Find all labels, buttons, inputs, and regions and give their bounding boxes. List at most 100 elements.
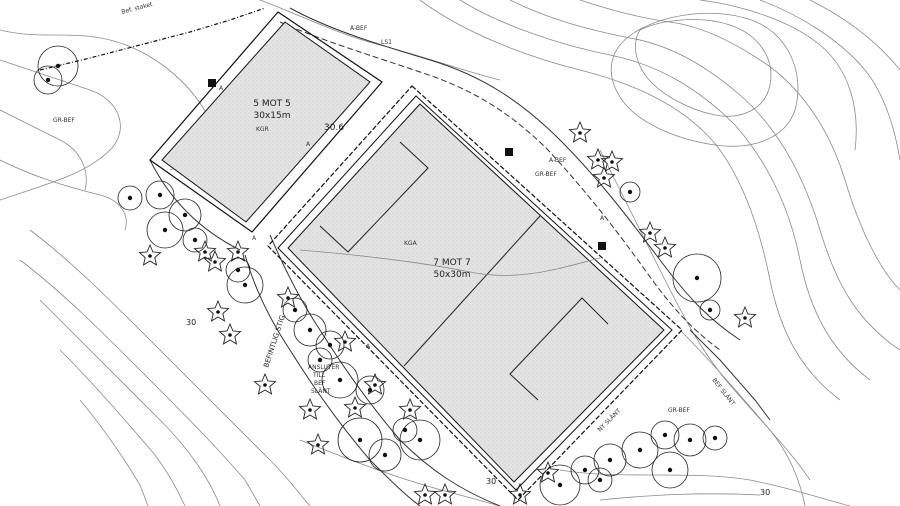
label-gr-bef-left: GR-BEF (53, 117, 75, 124)
planting-centre (316, 443, 320, 447)
planting-star-icon (193, 239, 217, 262)
tree-canopy (355, 375, 385, 405)
label-gr-bef-mid: GR-BEF (535, 171, 557, 178)
label-a-1: A (219, 85, 224, 92)
label-a-5: A (252, 235, 257, 242)
tree-canopy (315, 330, 345, 360)
elevation-label-30-6: 30.6 (324, 123, 344, 133)
label-ny-slant: NY SLÄNT (596, 407, 622, 433)
planting-centre (578, 131, 582, 135)
planting-centre (236, 250, 240, 254)
planting-star-icon (413, 482, 437, 505)
planting-star-icon (586, 147, 610, 170)
tree-canopy (672, 253, 722, 303)
marker-box (598, 242, 606, 250)
planting-centre (286, 296, 290, 300)
road-edges (149, 7, 771, 506)
planting-centre (353, 406, 357, 410)
tree-canopy (146, 211, 184, 249)
tree-canopy (225, 257, 251, 283)
elevation-label-30-left: 30 (186, 318, 196, 327)
tree-canopy (293, 313, 327, 347)
tree-canopy (651, 451, 689, 489)
tree-trunk (712, 435, 718, 441)
planting-star-icon (733, 305, 757, 328)
tree-trunk (45, 77, 51, 83)
tree-trunk (192, 237, 198, 243)
tree-canopy (587, 467, 613, 493)
planting-star-icon (433, 482, 457, 505)
label-till: TILL (312, 372, 326, 379)
tree-canopy (37, 45, 79, 87)
tree-canopy (621, 431, 659, 469)
tree-trunk (687, 437, 693, 443)
tree-canopy (702, 425, 728, 451)
planting-symbols (138, 120, 757, 505)
label-gr-bef-right: GR-BEF (668, 407, 690, 414)
label-bef: BEF (314, 380, 326, 387)
tree-trunk (402, 427, 408, 433)
planting-star-icon (592, 165, 616, 188)
tree-canopy (337, 417, 383, 463)
tree-canopy (619, 181, 641, 203)
tree-canopy (33, 65, 63, 95)
large-pitch-code: KGA (404, 240, 418, 247)
label-ansluter: ANSLUTER (308, 364, 339, 371)
planting-star-icon (218, 322, 242, 345)
planting-centre (343, 340, 347, 344)
tree-trunk (162, 227, 168, 233)
planting-centre (518, 493, 522, 497)
tree-trunk (235, 267, 241, 273)
tree-canopy (182, 227, 208, 253)
planting-star-icon (568, 120, 592, 143)
small-pitch-size: 30x15m (254, 111, 291, 121)
planting-centre (743, 316, 747, 320)
tree-trunk (357, 437, 363, 443)
tree-canopy (307, 347, 333, 373)
elevation-label-30-bottom: 30 (486, 477, 496, 486)
tree-trunk (662, 432, 668, 438)
pitch-7-mot-7: 7 MOT 7 50x30m KGA (267, 85, 683, 501)
halfway-line (403, 215, 541, 367)
planting-centre (423, 493, 427, 497)
pitch-5-mot-5: 5 MOT 5 30x15m KGR 30.6 (149, 11, 383, 233)
tree-canopy (539, 464, 581, 506)
tree-canopy (593, 443, 627, 477)
tree-trunk (557, 482, 563, 488)
large-pitch-name: 7 MOT 7 (433, 258, 471, 268)
planting-star-icon (653, 235, 677, 258)
marker-box (208, 79, 216, 87)
planting-star-icon (398, 397, 422, 420)
label-a-bef-top: A-BEF (350, 25, 368, 32)
label-a-bef-mid: A-BEF (549, 157, 567, 164)
tree-trunk (597, 477, 603, 483)
tree-canopy (145, 180, 175, 210)
planting-star-icon (276, 285, 300, 308)
planting-star-icon (333, 329, 357, 352)
planting-centre (443, 493, 447, 497)
planting-star-icon (203, 249, 227, 272)
tree-canopy (168, 198, 202, 232)
planting-centre (203, 250, 207, 254)
tree-canopy (650, 420, 680, 450)
goal-area-bottom (509, 297, 609, 401)
tree-trunk (307, 327, 313, 333)
label-a-3: A (366, 343, 371, 350)
label-bef-slant: BEF SLÄNT (710, 377, 736, 407)
label-a-2: A (306, 141, 311, 148)
tree-canopy (673, 423, 707, 457)
planting-centre (610, 160, 614, 164)
label-a-4: A (600, 215, 605, 222)
site-markers (208, 79, 606, 250)
tree-trunk (55, 63, 61, 69)
planting-centre (148, 254, 152, 258)
tree-trunk (182, 212, 188, 218)
planting-centre (648, 231, 652, 235)
tree-trunk (127, 195, 133, 201)
planting-centre (602, 176, 606, 180)
planting-star-icon (253, 372, 277, 395)
planting-centre (408, 408, 412, 412)
planting-star-icon (206, 299, 230, 322)
marker-box (505, 148, 513, 156)
